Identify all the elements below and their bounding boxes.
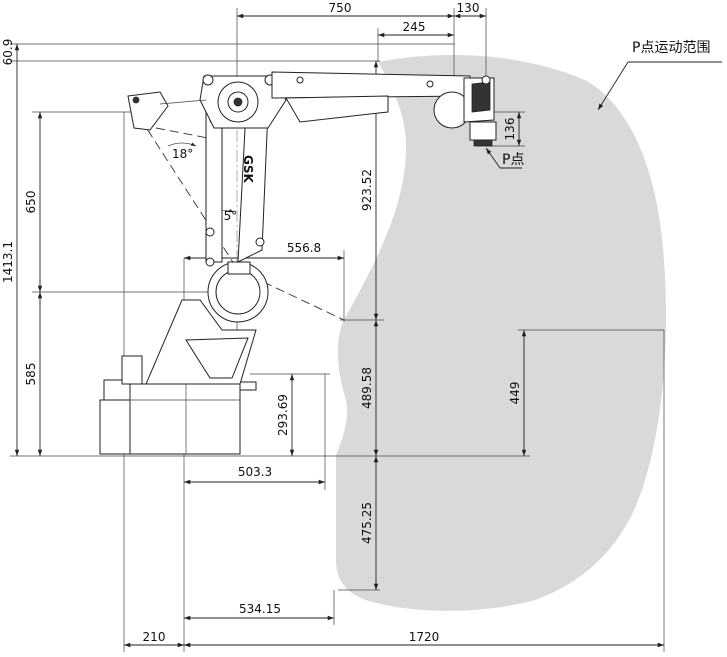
dim-650: 650 (24, 191, 38, 214)
top-dimensions: 750 130 245 (236, 1, 487, 85)
robot-base (99, 355, 257, 455)
forearm (271, 71, 471, 123)
dim-923-52: 923.52 (360, 169, 374, 211)
p-point-label: P点 (502, 152, 524, 168)
motion-range-area (336, 55, 666, 611)
dim-1413-1: 1413.1 (1, 241, 15, 283)
dim-489-58: 489.58 (360, 367, 374, 409)
dim-130: 130 (457, 1, 480, 15)
dim-1720: 1720 (409, 630, 440, 644)
dim-475-25: 475.25 (360, 502, 374, 544)
annotations: P点运动范围 P点 (485, 39, 722, 169)
rear-link (127, 91, 207, 131)
dim-210: 210 (143, 630, 166, 644)
dim-750: 750 (329, 1, 352, 15)
angle-18: 18° (172, 147, 193, 161)
dim-136: 136 (503, 118, 517, 141)
motion-range-label: P点运动范围 (632, 39, 710, 56)
dim-245: 245 (403, 20, 426, 34)
dim-585: 585 (24, 363, 38, 386)
lower-frame (145, 261, 269, 385)
bottom-dimensions: 210 1720 534.15 503.3 (123, 112, 665, 652)
wrist-assembly (433, 75, 497, 147)
shoulder-head (199, 74, 287, 129)
dim-503-3: 503.3 (238, 465, 272, 479)
vertical-dimensions: 923.52 489.58 475.25 293.69 449 136 (250, 61, 664, 591)
arm-logo: GSK (241, 155, 255, 183)
dim-556-8: 556.8 (287, 241, 321, 255)
dim-293-69: 293.69 (276, 394, 290, 436)
left-dimensions: 60.9 1413.1 650 585 (1, 39, 530, 457)
dim-534-15: 534.15 (239, 602, 281, 616)
dim-449: 449 (508, 382, 522, 405)
dim-60-9: 60.9 (1, 39, 15, 66)
